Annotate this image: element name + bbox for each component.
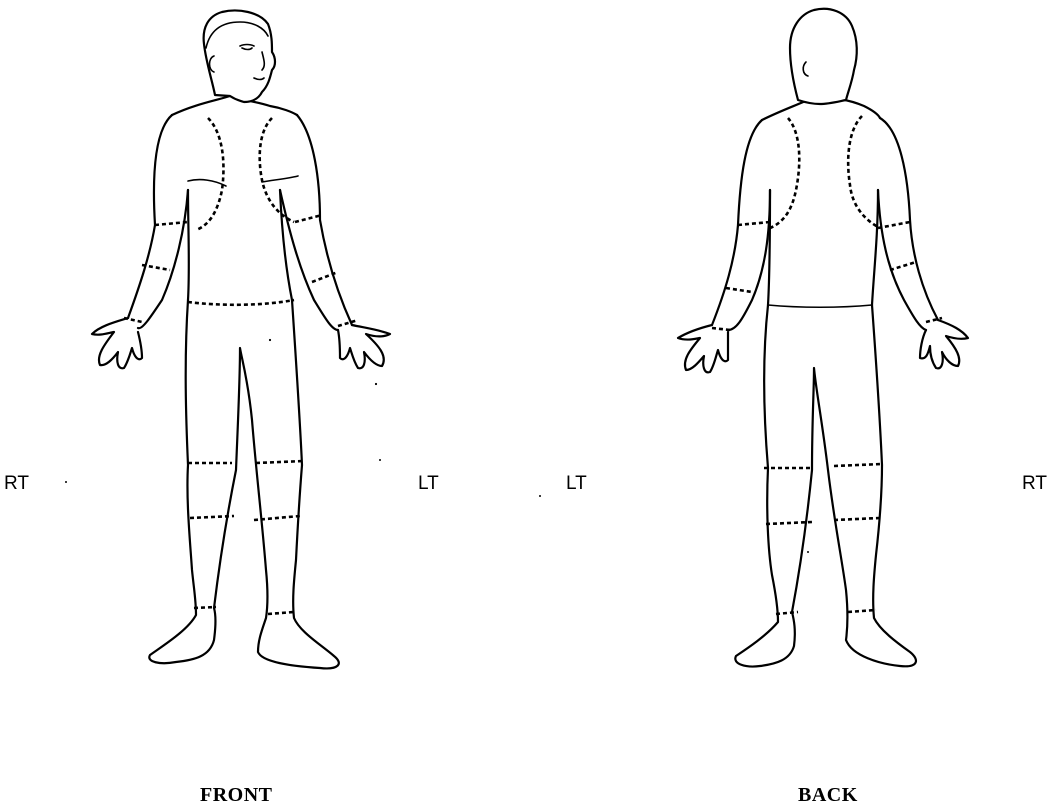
front-left-hand <box>92 318 142 368</box>
front-torso <box>172 96 297 300</box>
back-scapula-right-dash <box>848 116 880 228</box>
back-figure <box>678 9 968 667</box>
scan-specks <box>65 339 809 553</box>
back-left-ankle-dash <box>776 612 798 614</box>
front-legs <box>149 300 339 668</box>
back-legs <box>735 305 916 667</box>
back-torso <box>762 97 880 305</box>
back-right-knee-dash <box>834 518 880 520</box>
back-right-hand <box>920 320 968 368</box>
front-chest-left-dash <box>196 118 223 230</box>
back-left-side-label: LT <box>566 474 587 493</box>
front-waist-dash <box>188 300 294 305</box>
front-right-side-label: LT <box>418 474 439 493</box>
front-view-label: FRONT <box>200 785 273 805</box>
back-waist-line <box>768 305 872 307</box>
back-left-upperarm-dash <box>738 222 770 225</box>
back-left-hand <box>678 325 728 372</box>
front-chest-right-dash <box>260 118 294 222</box>
front-chest-left-line <box>188 180 226 186</box>
front-right-upperarm-dash <box>295 215 322 222</box>
back-right-thigh-dash <box>834 464 882 466</box>
back-right-side-label: RT <box>1022 474 1047 493</box>
back-scapula-left-dash <box>770 118 799 228</box>
back-right-arm <box>878 118 938 330</box>
front-left-wrist-dash <box>124 318 142 322</box>
back-right-ankle-dash <box>848 610 876 612</box>
front-chest-right-line <box>262 176 298 182</box>
front-right-hand <box>338 325 390 368</box>
front-left-side-label: RT <box>4 474 29 493</box>
back-left-forearm-dash <box>726 288 752 292</box>
back-right-forearm-dash <box>890 262 916 270</box>
front-figure <box>92 11 390 669</box>
back-left-wrist-dash <box>712 328 730 330</box>
back-head <box>790 9 857 104</box>
front-right-ankle-dash <box>268 612 294 614</box>
front-right-thigh-dash <box>256 461 304 463</box>
front-left-ankle-dash <box>194 607 216 608</box>
back-view-label: BACK <box>798 785 858 805</box>
back-right-upperarm-dash <box>878 222 910 228</box>
